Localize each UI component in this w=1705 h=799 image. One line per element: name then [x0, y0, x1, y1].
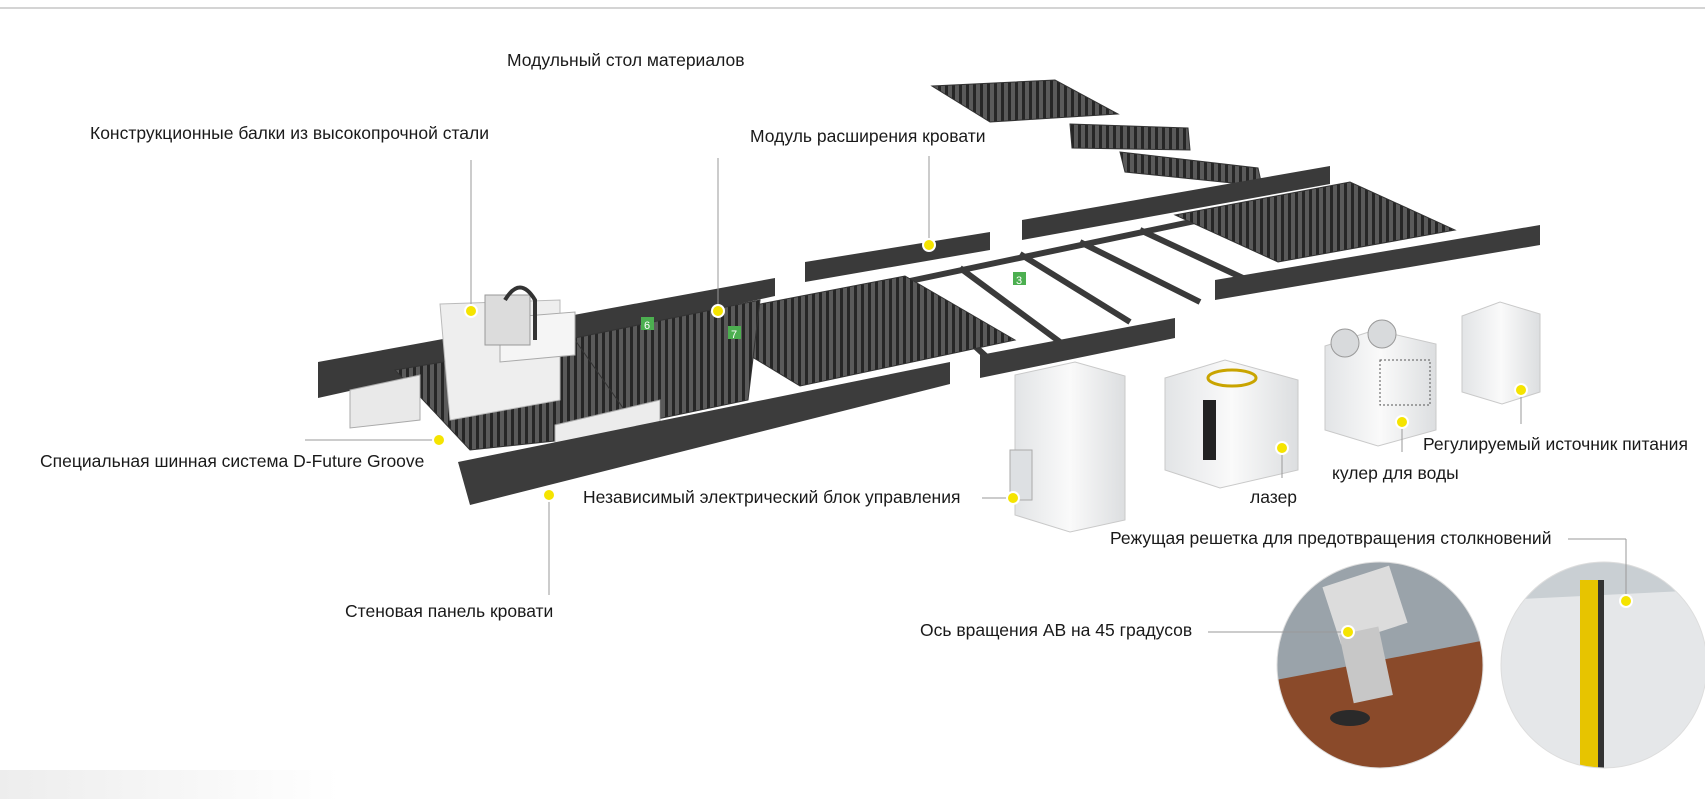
corner-fade	[0, 770, 340, 799]
label-ab-axis: Ось вращения AB на 45 градусов	[920, 620, 1193, 640]
material-table	[686, 275, 1017, 387]
cutting-machine	[349, 285, 761, 459]
callout-dot-icon	[1275, 441, 1289, 455]
label-bed-wall-panel: Стеновая панель кровати	[345, 601, 554, 621]
grid-photo-border	[1500, 561, 1705, 769]
label-bed-extension: Модуль расширения кровати	[750, 126, 986, 146]
front-rail	[458, 225, 1540, 505]
ab-axis-photo-border	[1276, 561, 1484, 769]
modular-table-module	[930, 79, 1263, 187]
callout-dot-icon	[1514, 383, 1528, 397]
label-control-box: Независимый электрический блок управлени…	[583, 487, 961, 507]
label-steel-beams: Конструкционные балки из высокопрочной с…	[90, 123, 489, 143]
exchange-table	[1173, 181, 1457, 263]
control-cabinet	[1009, 361, 1126, 533]
top-divider	[0, 7, 1705, 9]
laser-source-cabinet	[1164, 359, 1299, 489]
label-water-cooler: кулер для воды	[1332, 463, 1459, 483]
callout-dot-icon	[542, 488, 556, 502]
label-laser: лазер	[1250, 487, 1298, 507]
water-cooler-unit	[1324, 319, 1437, 447]
anti-collision-grid-photo	[1501, 562, 1705, 768]
green-markers	[641, 272, 1026, 339]
ab-axis-photo	[1277, 562, 1483, 768]
callout-dot-icon	[922, 238, 936, 252]
label-power-supply: Регулируемый источник питания	[1423, 434, 1688, 454]
label-modular-table: Модульный стол материалов	[507, 50, 745, 70]
callout-dot-icon	[1619, 594, 1633, 608]
label-rail-system: Специальная шинная система D-Future Groo…	[40, 451, 425, 471]
marker-3: 3	[1016, 275, 1022, 287]
callout-dot-icon	[1395, 415, 1409, 429]
label-anti-collision-grid: Режущая решетка для предотвращения столк…	[1110, 528, 1552, 548]
marker-7: 7	[731, 329, 737, 341]
callout-dot-icon	[464, 304, 478, 318]
callout-dot-icon	[432, 433, 446, 447]
marker-6: 6	[644, 320, 650, 332]
callout-dot-icon	[711, 304, 725, 318]
power-supply-unit	[1461, 301, 1541, 405]
callout-dots	[432, 238, 1633, 639]
callout-dot-icon	[1006, 491, 1020, 505]
callout-dot-icon	[1341, 625, 1355, 639]
